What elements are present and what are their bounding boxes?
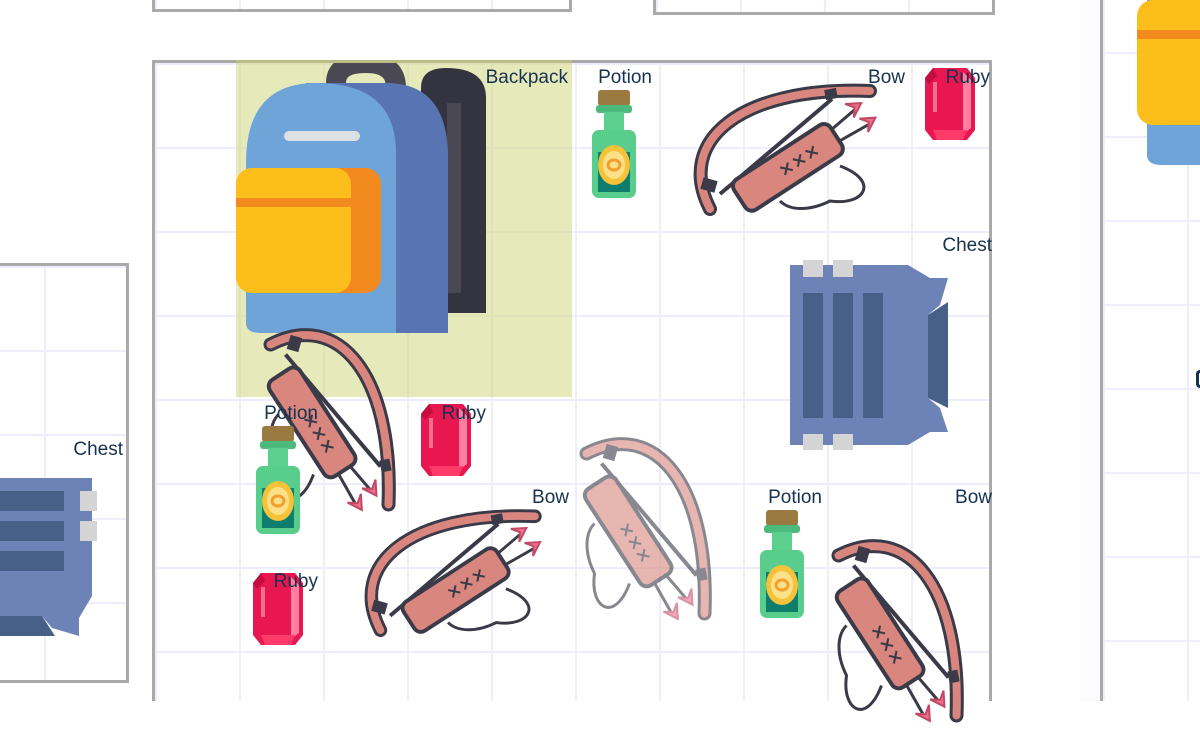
inventory-item-backpack[interactable]: Backpack — [236, 60, 572, 397]
potion-icon — [592, 90, 636, 198]
item-label: Chest — [73, 439, 123, 460]
backpack-icon — [1137, 0, 1200, 169]
inventory-item-bow[interactable]: Bow — [824, 483, 992, 735]
partial-item-label-glyph — [1196, 370, 1200, 388]
inventory-item-potion[interactable]: Potion — [236, 399, 320, 567]
inventory-item-chest[interactable]: Chest — [740, 231, 992, 483]
chest-armor-icon — [0, 478, 97, 636]
item-label: Ruby — [441, 403, 486, 424]
scroll-gutter — [1080, 0, 1100, 701]
potion-icon — [760, 510, 804, 618]
inventory-item-ruby[interactable]: Ruby — [404, 399, 488, 483]
bow-icon — [832, 526, 977, 726]
inventory-item-ruby[interactable]: Ruby — [908, 63, 992, 147]
inventory-item-chest[interactable]: Chest — [0, 266, 126, 680]
item-label: Bow — [532, 487, 569, 508]
item-label: Backpack — [485, 67, 568, 88]
bow-icon — [580, 424, 725, 624]
inventory-item-bow[interactable]: Bow — [320, 483, 572, 651]
item-label: Ruby — [273, 571, 318, 592]
inventory-item-potion[interactable]: Potion — [572, 63, 656, 231]
inventory-item-bow[interactable]: Bow — [656, 63, 908, 231]
dragging-item-bow[interactable] — [580, 421, 730, 626]
inventory-panel-top-left — [152, 0, 572, 12]
bow-icon — [680, 71, 880, 216]
inventory-panel-left: Chest — [0, 263, 129, 683]
inventory-panel-top-right — [653, 0, 995, 15]
item-label: Chest — [942, 235, 992, 256]
backpack-icon — [236, 63, 498, 337]
inventory-grid-main: Backpack Potion Bow Ruby Chest Potion Ru… — [152, 60, 992, 701]
item-label: Bow — [868, 67, 905, 88]
bow-icon — [346, 497, 550, 637]
potion-icon — [256, 426, 300, 534]
inventory-item-backpack[interactable] — [1103, 0, 1200, 183]
item-label: Potion — [598, 67, 652, 88]
inventory-item-potion[interactable]: Potion — [740, 483, 824, 651]
inventory-panel-right — [1100, 0, 1200, 701]
item-label: Potion — [768, 487, 822, 508]
inventory-item-ruby[interactable]: Ruby — [236, 567, 320, 651]
item-label: Potion — [264, 403, 318, 424]
chest-armor-icon — [790, 260, 948, 450]
item-label: Ruby — [945, 67, 990, 88]
item-label: Bow — [955, 487, 992, 508]
